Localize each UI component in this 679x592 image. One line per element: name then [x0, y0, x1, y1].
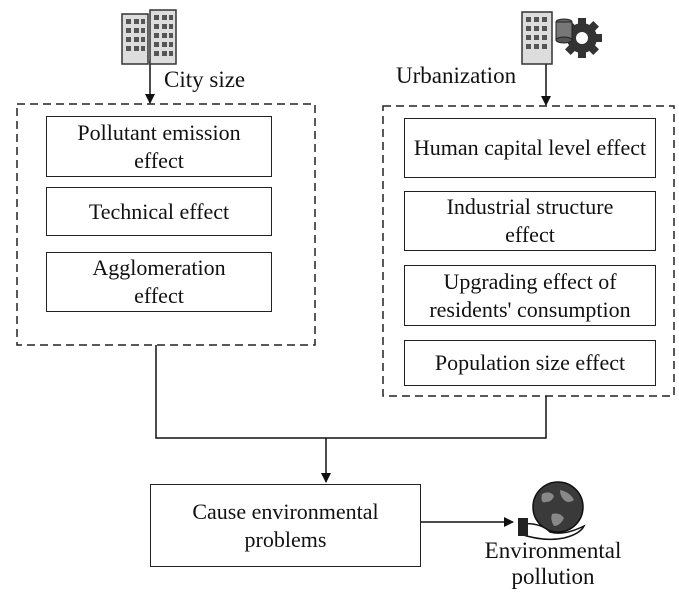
agglomeration-effect-label: Agglomeration effect — [92, 255, 226, 308]
human-capital-level-effect-box: Human capital level effect — [404, 118, 656, 178]
cause-environmental-problems-box: Cause environmental problems — [150, 484, 421, 567]
technical-effect-box: Technical effect — [46, 187, 272, 236]
environmental-pollution-label: Environmental pollution — [474, 538, 632, 590]
human-capital-level-effect-label: Human capital level effect — [413, 135, 647, 160]
buildings-icon — [121, 9, 177, 65]
globe-hand-icon — [518, 481, 586, 541]
technical-effect-label: Technical effect — [88, 198, 230, 224]
urbanization-label: Urbanization — [396, 63, 517, 88]
pollutant-emission-effect-label: Pollutant emission effect — [77, 119, 241, 173]
cause-environmental-problems-label: Cause environmental problems — [192, 498, 379, 552]
environmental-pollution-line2: pollution — [511, 564, 595, 589]
industrial-structure-effect-box: Industrial structure effect — [404, 191, 656, 251]
left-dashed-group — [16, 103, 316, 346]
population-size-effect-label: Population size effect — [434, 350, 626, 375]
city-size-label: City size — [164, 67, 246, 92]
industrial-structure-effect-label: Industrial structure effect — [446, 194, 614, 247]
upgrading-consumption-effect-box: Upgrading effect of residents' consumpti… — [404, 265, 656, 326]
agglomeration-effect-box: Agglomeration effect — [46, 252, 272, 312]
upgrading-consumption-effect-label: Upgrading effect of residents' consumpti… — [429, 268, 631, 322]
building-gear-icon — [521, 11, 602, 65]
population-size-effect-box: Population size effect — [404, 340, 656, 386]
right-dashed-group — [382, 105, 675, 397]
environmental-pollution-line1: Environmental — [484, 538, 622, 563]
pollutant-emission-effect-box: Pollutant emission effect — [46, 116, 272, 177]
